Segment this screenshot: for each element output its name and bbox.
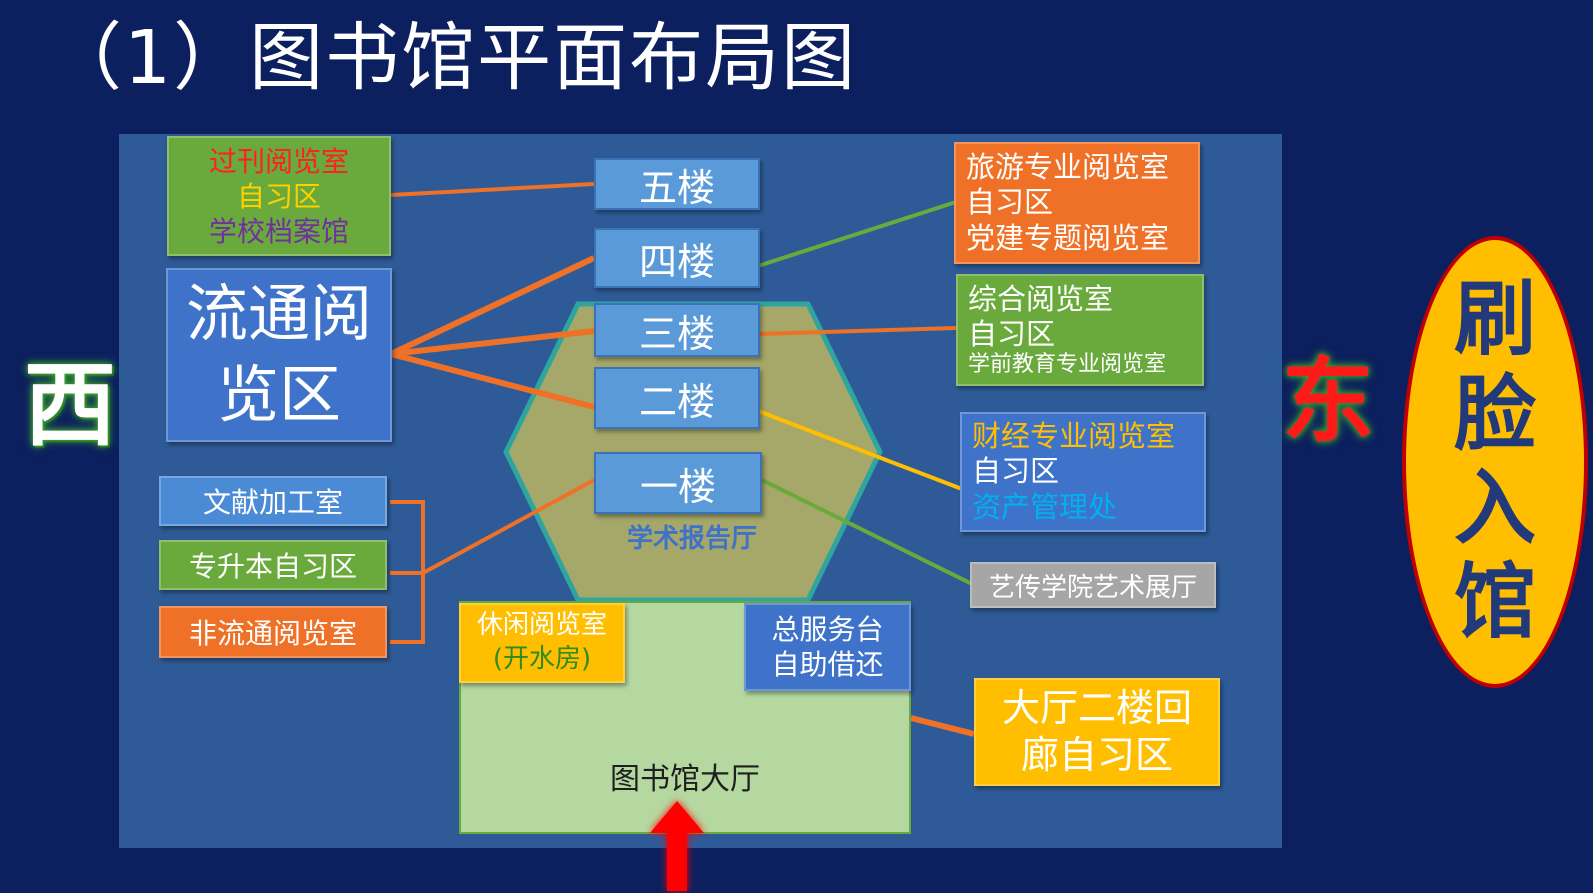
corridor-line-2: 廊自习区 [1020, 733, 1173, 777]
circulation-line-1: 流通阅 [185, 277, 372, 351]
face-entry-oval: 刷 脸 入 馆 [1402, 236, 1588, 688]
third-floor-rooms-box: 综合阅览室 自习区 学前教育专业阅览室 [956, 274, 1204, 386]
noncirculating-room-box: 非流通阅览室 [159, 606, 387, 658]
entrance-arrow-icon [650, 801, 704, 891]
leisure-room-label: 休闲阅览室 [476, 610, 607, 641]
auditorium-label: 学术报告厅 [626, 524, 757, 554]
fifth-floor-room-3: 学校档案馆 [208, 214, 349, 248]
service-desk-label: 总服务台 [771, 613, 884, 646]
second-floor-room-2: 自习区 [972, 454, 1060, 489]
connector-corridor [910, 715, 975, 737]
fifth-floor-room-1: 过刊阅览室 [208, 144, 349, 178]
floor-3-box: 三楼 [594, 303, 760, 357]
floor-1-box: 一楼 [594, 452, 762, 514]
connector-1f-east [761, 478, 973, 586]
circulation-reading-box: 流通阅 览区 [166, 268, 392, 442]
service-desk-box: 总服务台 自助借还 [744, 603, 911, 691]
face-entry-char-1: 刷 [1453, 272, 1536, 368]
cataloging-room-box: 文献加工室 [159, 476, 387, 526]
third-floor-room-1: 综合阅览室 [968, 282, 1114, 316]
connector-circ-3f [390, 328, 595, 357]
connector-1f-west [422, 478, 595, 575]
fifth-floor-room-2: 自习区 [236, 179, 321, 213]
upgrade-study-label: 专升本自习区 [188, 550, 357, 583]
floor-4-box: 四楼 [594, 228, 760, 288]
third-floor-room-2: 自习区 [968, 316, 1056, 351]
second-floor-rooms-box: 财经专业阅览室 自习区 资产管理处 [960, 412, 1206, 532]
connector-5f [390, 182, 595, 197]
floor-1-label: 一楼 [639, 464, 716, 509]
second-floor-room-3: 资产管理处 [972, 489, 1118, 524]
art-gallery-box: 艺传学院艺术展厅 [970, 562, 1216, 608]
cataloging-room-label: 文献加工室 [202, 486, 343, 519]
face-entry-char-2: 脸 [1453, 366, 1536, 462]
east-label: 东 [1282, 348, 1375, 455]
connector-circ-2f [390, 351, 595, 410]
self-checkout-label: 自助借还 [771, 648, 884, 681]
second-floor-room-1: 财经专业阅览室 [972, 418, 1176, 453]
third-floor-room-3: 学前教育专业阅览室 [968, 351, 1167, 377]
floor-5-label: 五楼 [638, 165, 715, 210]
leisure-reading-box: 休闲阅览室 (开水房) [459, 603, 625, 683]
fourth-floor-room-2: 自习区 [966, 185, 1054, 220]
connector-3f-east [757, 326, 957, 336]
floor-4-label: 四楼 [638, 239, 715, 284]
hall-label: 图书馆大厅 [610, 762, 760, 797]
connector-2f-east [757, 409, 963, 491]
connector-circ-4f [389, 255, 596, 357]
corridor-study-box: 大厅二楼回 廊自习区 [974, 678, 1220, 786]
connector-4f-east [757, 200, 957, 268]
noncirculating-room-label: 非流通阅览室 [188, 617, 357, 650]
corridor-line-1: 大厅二楼回 [1001, 685, 1192, 730]
upgrade-study-box: 专升本自习区 [159, 540, 387, 590]
fourth-floor-rooms-box: 旅游专业阅览室 自习区 党建专题阅览室 [954, 142, 1200, 264]
fourth-floor-room-3: 党建专题阅览室 [966, 220, 1170, 255]
circulation-line-2: 览区 [216, 358, 341, 431]
water-room-label: (开水房) [492, 644, 592, 674]
fifth-floor-rooms-box: 过刊阅览室 自习区 学校档案馆 [167, 136, 391, 256]
floor-3-label: 三楼 [638, 311, 715, 356]
face-entry-char-3: 入 [1453, 461, 1536, 556]
floor-2-label: 二楼 [638, 379, 715, 424]
page-title: （1）图书馆平面布局图 [48, 15, 858, 101]
art-gallery-label: 艺传学院艺术展厅 [988, 572, 1197, 603]
floor-2-box: 二楼 [594, 367, 760, 429]
fourth-floor-room-1: 旅游专业阅览室 [966, 149, 1170, 184]
floor-5-box: 五楼 [594, 158, 760, 210]
face-entry-char-4: 馆 [1453, 555, 1536, 651]
west-label: 西 [24, 352, 117, 459]
